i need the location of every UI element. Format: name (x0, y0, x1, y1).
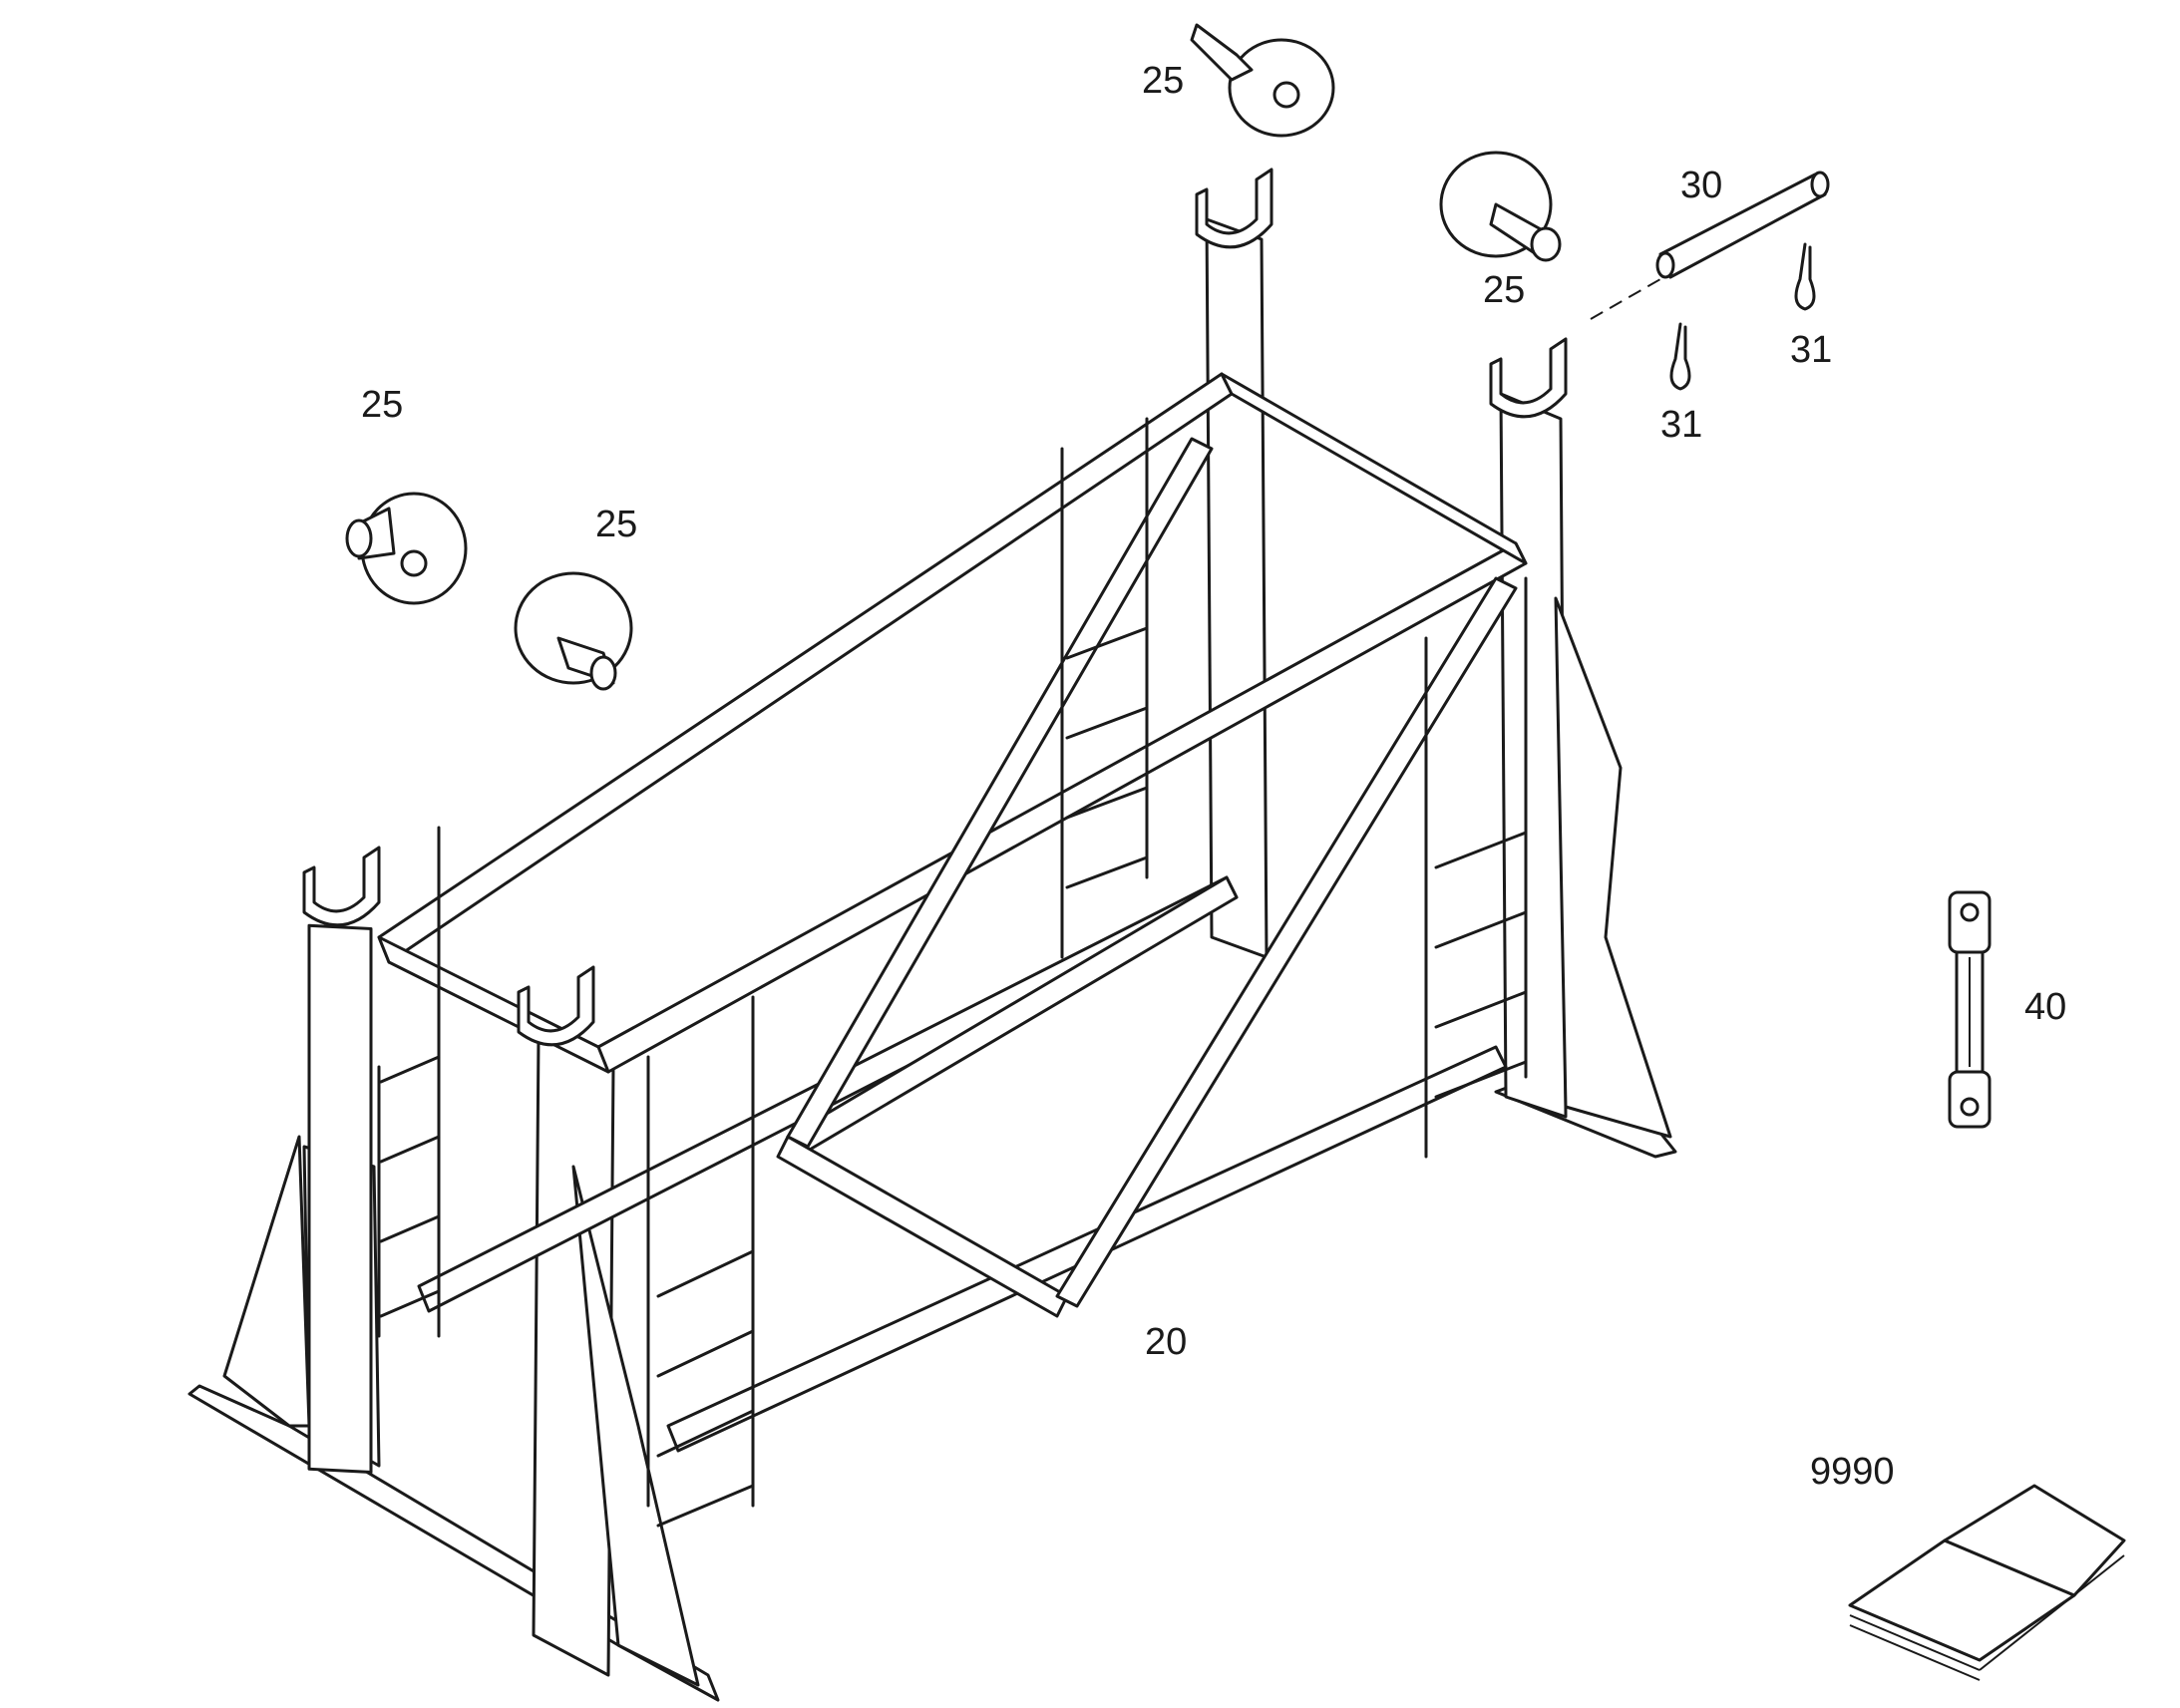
callout-40: 40 (2024, 986, 2066, 1028)
pivot-pin-left2 (514, 571, 633, 691)
ladder-right (1424, 576, 1528, 1159)
pivot-pin-left (345, 492, 468, 605)
callout-30: 30 (1680, 165, 1722, 206)
callout-25-left: 25 (361, 384, 403, 426)
pivot-pin-top (1190, 23, 1335, 138)
callout-25-left2: 25 (595, 504, 637, 545)
callout-20: 20 (1145, 1321, 1187, 1363)
ladder-rear (1060, 417, 1149, 959)
ladder-left (377, 826, 441, 1338)
callout-25-right: 25 (1483, 269, 1525, 311)
rack-frame (187, 168, 1677, 1702)
pivot-pin-right (1439, 151, 1562, 262)
ladder-front (646, 995, 755, 1528)
callout-31-left: 31 (1660, 404, 1702, 446)
callout-25-top: 25 (1142, 60, 1184, 102)
clip-31-left (1669, 322, 1691, 391)
clip-31-right (1794, 242, 1816, 311)
turnbuckle-40 (1948, 890, 1992, 1129)
pin-30 (1590, 171, 1830, 320)
callout-9990: 9990 (1810, 1451, 1895, 1493)
callout-31-right: 31 (1790, 329, 1832, 371)
manual-book-9990 (1848, 1484, 2126, 1681)
